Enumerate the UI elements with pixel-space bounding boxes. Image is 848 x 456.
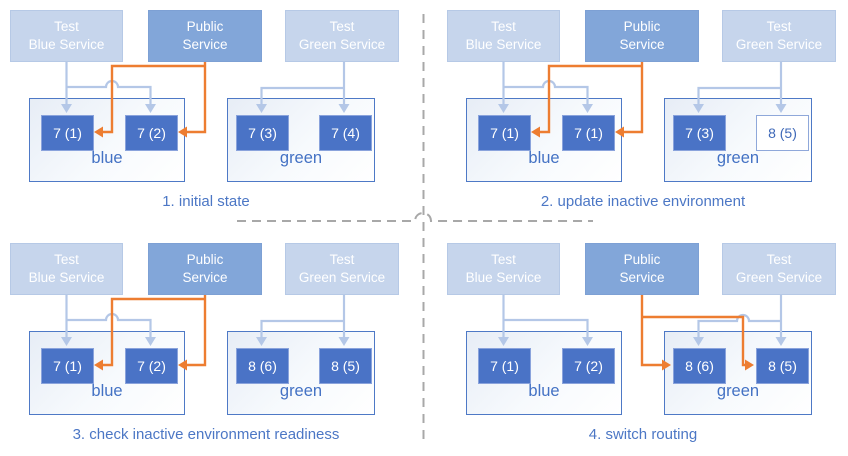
public-service-label-line1: Public (186, 252, 224, 268)
pod-label: 7 (2) (137, 358, 166, 374)
test-green-service-label-line2: Green Service (735, 37, 823, 52)
pod-green-1: 7 (3) (236, 115, 289, 151)
green-environment-label: green (716, 149, 760, 167)
blue-environment-box: 7 (1) 7 (2) blue (466, 331, 622, 415)
pod-green-2: 8 (5) (756, 348, 809, 384)
pod-label: 8 (5) (768, 125, 797, 141)
pod-blue-2: 7 (1) (562, 115, 615, 151)
test-blue-service-label-line1: Test (54, 19, 79, 35)
test-blue-service-label-line2: Blue Service (28, 37, 105, 52)
test-green-service-label-line1: Test (329, 252, 355, 268)
blue-environment-label: blue (528, 382, 560, 400)
green-environment-label: green (716, 382, 760, 400)
public-service-label-line1: Public (623, 252, 661, 268)
pod-blue-2: 7 (2) (125, 348, 178, 384)
pod-label: 7 (1) (574, 125, 603, 141)
pod-label: 7 (1) (490, 358, 519, 374)
public-service-label-line2: Service (182, 37, 228, 52)
test-green-service-label-line2: Green Service (298, 270, 386, 285)
blue-environment-box: 7 (1) 7 (2) blue (29, 331, 185, 415)
test-blue-service-label-line2: Blue Service (465, 37, 542, 52)
pod-label: 8 (6) (685, 358, 714, 374)
panel-caption: 4. switch routing (588, 426, 698, 443)
panel-caption: 2. update inactive environment (540, 193, 746, 210)
pod-green-2: 7 (4) (319, 115, 372, 151)
green-environment-label: green (279, 149, 323, 167)
pod-blue-1: 7 (1) (41, 115, 94, 151)
public-service-label-line1: Public (186, 19, 224, 35)
public-service-label-line2: Service (619, 270, 665, 285)
pod-blue-1: 7 (1) (478, 115, 531, 151)
public-route-line (640, 295, 662, 367)
test-green-service-label-line1: Test (766, 19, 792, 35)
pod-label: 7 (3) (685, 125, 714, 141)
pod-label: 7 (2) (574, 358, 603, 374)
public-route-line (624, 62, 644, 134)
pod-green-1: 7 (3) (673, 115, 726, 151)
pod-green-2: 8 (5) (319, 348, 372, 384)
pod-label: 8 (6) (248, 358, 277, 374)
test-green-service-label-line1: Test (329, 19, 355, 35)
green-environment-box: 7 (3) 7 (4) green (227, 98, 375, 182)
pod-blue-2: 7 (2) (125, 115, 178, 151)
test-blue-service-label-line2: Blue Service (465, 270, 542, 285)
pod-label: 8 (5) (331, 358, 360, 374)
pod-label: 7 (1) (490, 125, 519, 141)
green-environment-box: 8 (6) 8 (5) green (664, 331, 812, 415)
pod-blue-1: 7 (1) (478, 348, 531, 384)
pod-label: 7 (4) (331, 125, 360, 141)
public-service-label-line2: Service (619, 37, 665, 52)
pod-label: 7 (2) (137, 125, 166, 141)
test-blue-service-label-line1: Test (491, 19, 516, 35)
green-environment-box: 8 (6) 8 (5) green (227, 331, 375, 415)
pod-green-1: 8 (6) (236, 348, 289, 384)
pod-blue-2: 7 (2) (562, 348, 615, 384)
blue-environment-box: 7 (1) 7 (2) blue (29, 98, 185, 182)
pod-label: 7 (1) (53, 358, 82, 374)
pod-blue-1: 7 (1) (41, 348, 94, 384)
test-blue-service-label-line2: Blue Service (28, 270, 105, 285)
public-service-label-line1: Public (623, 19, 661, 35)
test-green-service-label-line2: Green Service (735, 270, 823, 285)
green-environment-label: green (279, 382, 323, 400)
pod-label: 7 (1) (53, 125, 82, 141)
test-green-service-label-line2: Green Service (298, 37, 386, 52)
panel-caption: 1. initial state (162, 193, 250, 210)
blue-environment-label: blue (91, 149, 123, 167)
pod-green-2: 8 (5) (756, 115, 809, 151)
blue-environment-box: 7 (1) 7 (1) blue (466, 98, 622, 182)
test-blue-service-label-line1: Test (491, 252, 516, 268)
public-route-line (187, 295, 207, 367)
pod-label: 7 (3) (248, 125, 277, 141)
test-green-service-label-line1: Test (766, 252, 792, 268)
pod-label: 8 (5) (768, 358, 797, 374)
public-route-line (187, 62, 207, 134)
test-blue-service-label-line1: Test (54, 252, 79, 268)
blue-environment-label: blue (528, 149, 560, 167)
public-service-label-line2: Service (182, 270, 228, 285)
pod-green-1: 8 (6) (673, 348, 726, 384)
blue-environment-label: blue (91, 382, 123, 400)
green-environment-box: 7 (3) 8 (5) green (664, 98, 812, 182)
panel-caption: 3. check inactive environment readiness (72, 426, 340, 443)
